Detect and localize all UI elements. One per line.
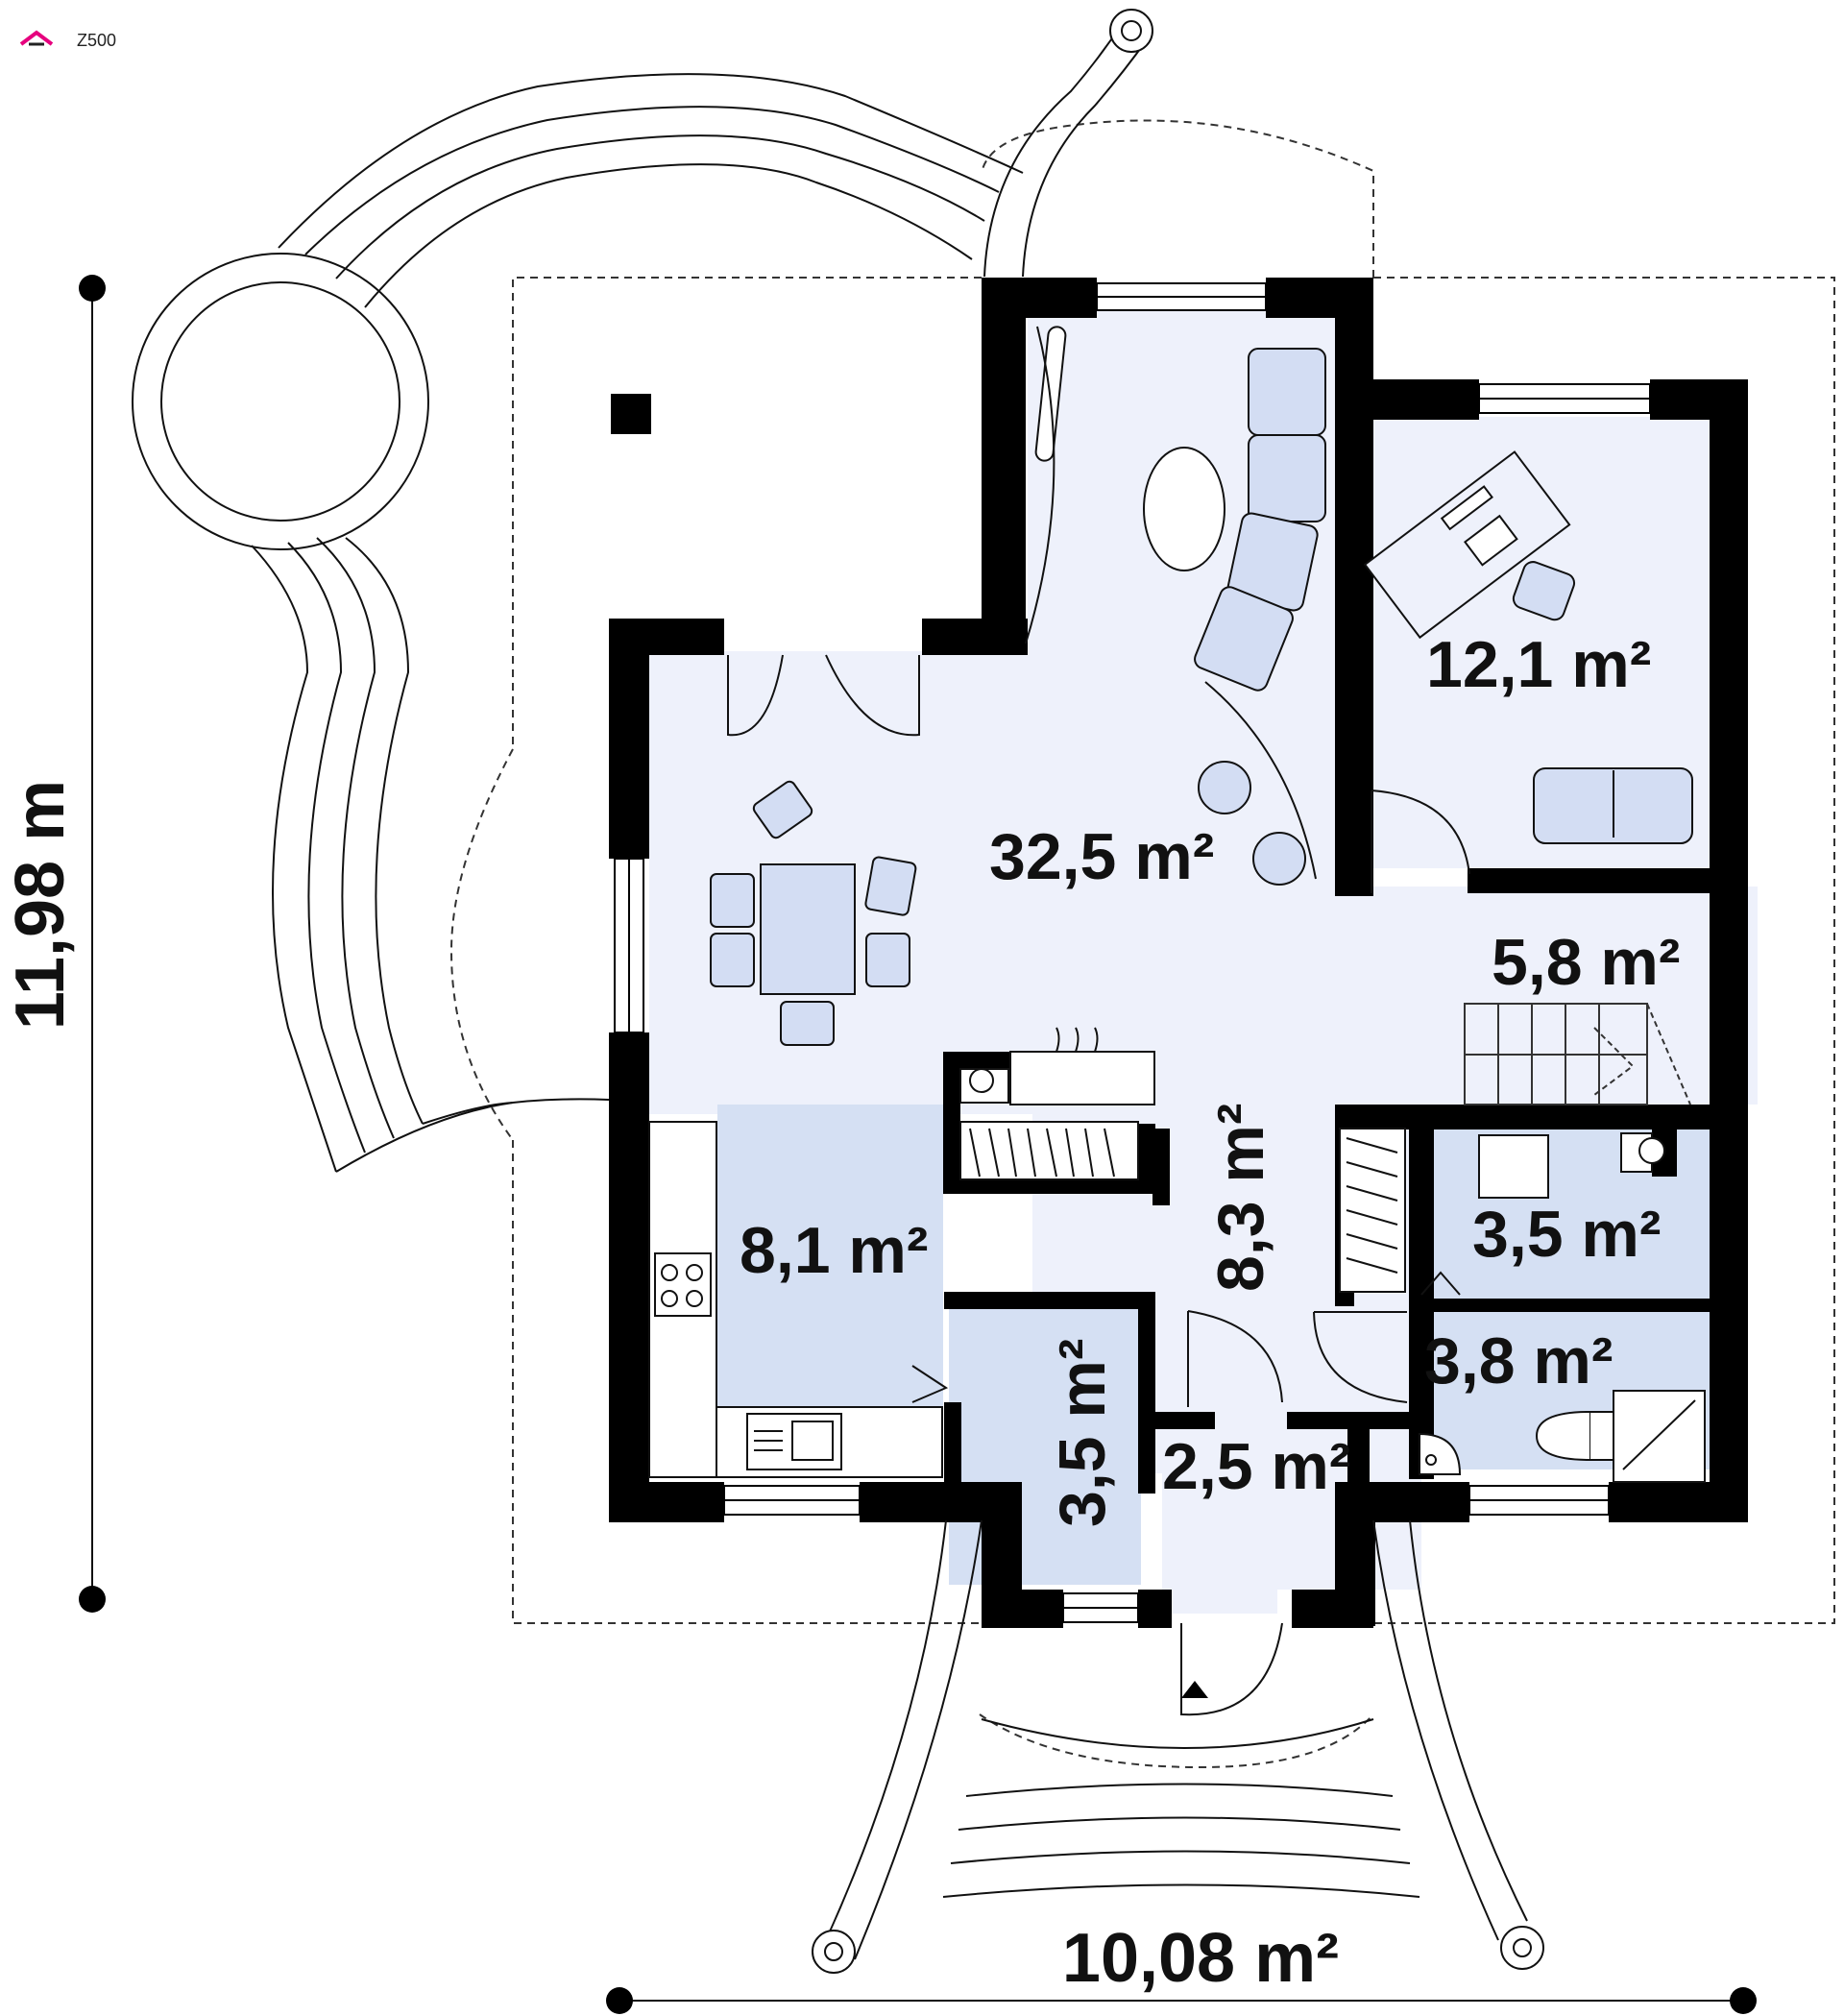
toilet [1535,1411,1590,1461]
depth-label: 11,98 m [2,780,79,1030]
pantry-floor [949,1306,1141,1585]
width-label: 10,08 m² [1062,1920,1339,1997]
living-furniture [1025,326,1335,886]
wall-chimney-right [1138,1124,1155,1194]
area-living: 32,5 m² [989,820,1214,893]
wall-chimney-left [943,1052,960,1191]
dining-set [710,780,917,1046]
vestibule-floor [1162,1460,1277,1614]
area-small-bath: 3,5 m² [1472,1198,1662,1271]
area-hall: 8,3 m² [1204,1103,1277,1292]
area-kitchen: 8,1 m² [740,1214,929,1287]
chair-3 [865,933,910,987]
toilet-small [1638,1137,1665,1164]
chair-1 [710,873,755,928]
laptop [1464,514,1518,567]
entrance-door [1180,1622,1283,1716]
garden-path [132,9,1153,1173]
wall-west-upper [609,619,649,859]
wall-closet-left [1152,1129,1170,1205]
chair-6 [752,780,813,839]
logo-text: Z500 [77,31,116,50]
office-door [1371,789,1470,893]
wall-living-left-upper [982,278,1026,652]
pouf-1 [1198,761,1251,814]
small-bath-door-arrow [1420,1271,1461,1296]
bath-door [1313,1311,1408,1403]
dimension-depth: 11,98 m [2,275,106,1613]
wall-stairs-bottom [1335,1105,1748,1129]
dimension-width: 10,08 m² [606,1920,1757,2014]
kitchen-door-arrow [911,1365,949,1403]
wall-vestibule-left [1148,1412,1215,1429]
hall-door [1187,1310,1283,1407]
washbasin-small [1478,1134,1549,1199]
sofa-seat-4 [1194,586,1294,692]
dining-table [760,863,856,995]
coffee-table [1143,447,1225,571]
wall-pantry-top [944,1292,1151,1309]
fireplace [959,1027,1155,1180]
chair-4 [864,856,917,916]
z500-logo: Z500 [19,30,116,50]
wall-pantry-right [1138,1292,1155,1494]
kitchen-fittings [648,1121,943,1478]
office-furniture [1363,450,1693,844]
wall-bath-left [1409,1105,1434,1479]
pouf-2 [1252,832,1306,886]
wall-pantry-bottom-a [982,1590,1063,1628]
cooktop [654,1252,712,1317]
area-vestibule: 2,5 m² [1162,1430,1351,1503]
wall-stairs-top [1468,868,1729,893]
doors [727,654,1470,1716]
entrance-steps [812,1519,1544,1974]
monitor [1440,485,1493,531]
wall-south-kitchen-a [609,1482,724,1522]
wall-west-lower [609,1032,649,1522]
chair-2 [710,933,755,987]
area-pantry: 3,5 m² [1046,1338,1119,1527]
windows [614,282,1651,1623]
entrance-arrow-icon [1181,1681,1208,1698]
wall-south-kitchen-b [860,1482,984,1522]
wall-east [1710,379,1748,1522]
staircase [1464,1003,1691,1105]
walls [609,278,1748,1628]
area-office: 12,1 m² [1426,628,1651,701]
kitchen-floor [717,1105,943,1407]
wall-vestibule-column [1347,1412,1370,1489]
wall-bath-divider [1431,1299,1719,1312]
wall-office-top-a [1364,379,1479,420]
pillar [611,394,651,434]
bathroom-fittings [1339,1128,1706,1483]
terrace-door-right [825,654,920,737]
terrace-door-left [727,654,784,737]
area-bath: 3,8 m² [1424,1324,1614,1397]
wall-kitchen-right [944,1402,961,1508]
area-stairs: 5,8 m² [1492,926,1681,999]
wall-chimney-bottom [943,1177,1154,1194]
wall-pantry-bottom-b [1138,1590,1172,1628]
roof-outline [449,119,1835,1769]
wall-living-top-mid [922,619,1028,655]
chair-5 [780,1001,835,1046]
sofa-seat-1 [1248,348,1326,436]
wall-office-left [1335,278,1373,896]
sofa-seat-2 [1248,434,1326,522]
office-chair [1512,561,1576,621]
